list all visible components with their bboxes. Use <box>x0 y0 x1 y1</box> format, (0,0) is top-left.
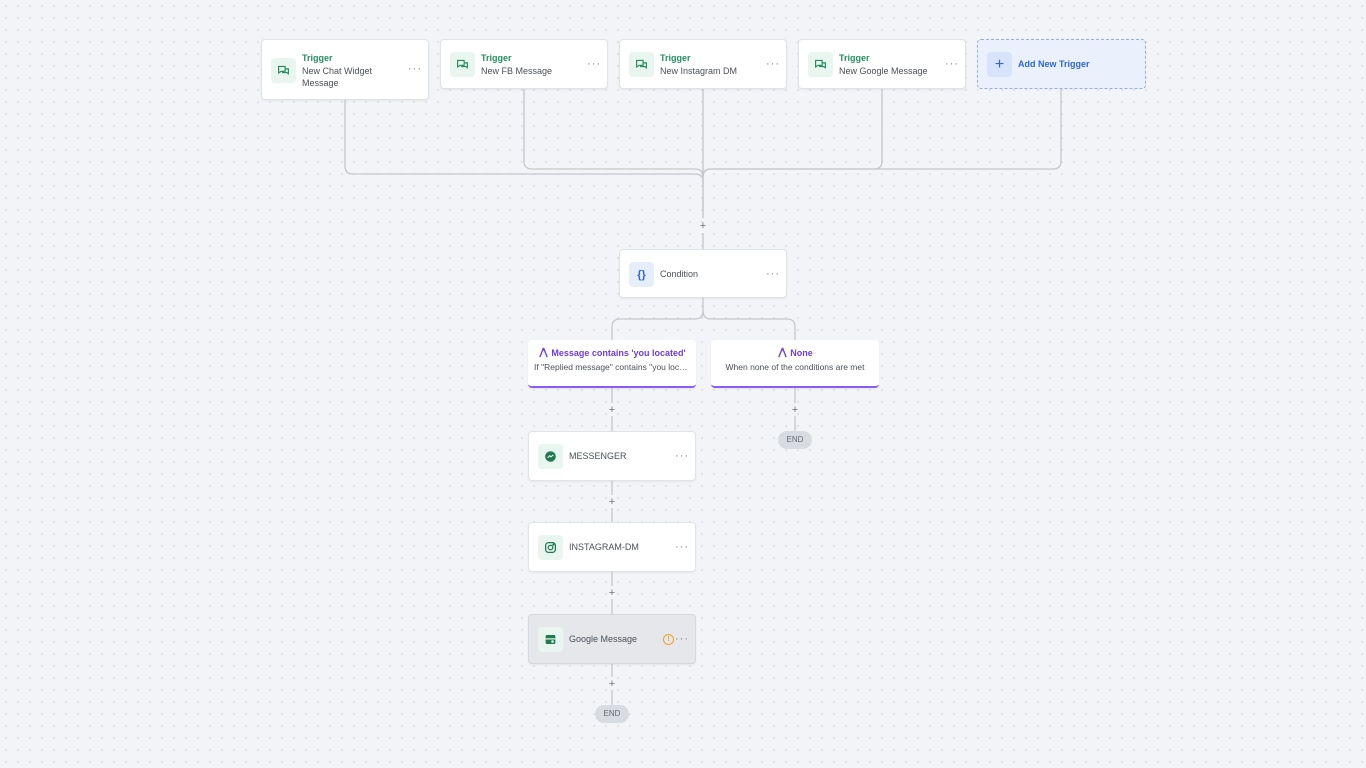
branch-title: Message contains 'you located' <box>528 347 696 358</box>
instagram-icon <box>538 535 563 560</box>
trigger-description: New Instagram DM <box>660 66 738 76</box>
trigger-card-instagram[interactable]: Trigger New Instagram DM ··· <box>619 39 787 89</box>
action-label: INSTAGRAM-DM <box>569 542 639 552</box>
action-card-google-message[interactable]: Google Message ! ··· <box>528 614 696 664</box>
more-options-icon[interactable]: ··· <box>766 268 780 280</box>
condition-label: Condition <box>660 269 699 279</box>
braces-icon: {} <box>629 262 654 287</box>
branch-title: None <box>711 347 879 358</box>
add-step-button[interactable]: + <box>608 404 616 416</box>
add-step-button[interactable]: + <box>791 404 799 416</box>
branch-card-none[interactable]: None When none of the conditions are met <box>711 340 879 388</box>
trigger-title: Trigger <box>660 53 691 63</box>
branch-description: When none of the conditions are met <box>725 362 865 372</box>
more-options-icon[interactable]: ··· <box>766 58 780 70</box>
trigger-card-fb[interactable]: Trigger New FB Message ··· <box>440 39 608 89</box>
plus-icon: + <box>987 52 1012 77</box>
action-card-instagram-dm[interactable]: INSTAGRAM-DM ··· <box>528 522 696 572</box>
branch-icon <box>778 347 788 358</box>
branch-title-text: None <box>790 348 813 358</box>
messenger-icon <box>538 444 563 469</box>
branch-icon <box>539 347 549 358</box>
chat-icon <box>808 52 833 77</box>
warning-icon[interactable]: ! <box>663 634 674 645</box>
more-options-icon[interactable]: ··· <box>675 541 689 553</box>
branch-card-message-contains[interactable]: Message contains 'you located' If "Repli… <box>528 340 696 388</box>
branch-title-text: Message contains 'you located' <box>551 348 686 358</box>
trigger-title: Trigger <box>481 53 512 63</box>
more-options-icon[interactable]: ··· <box>675 633 689 645</box>
add-step-button[interactable]: + <box>608 496 616 508</box>
action-label: MESSENGER <box>569 451 627 461</box>
trigger-title: Trigger <box>302 53 333 63</box>
trigger-description: New Chat Widget Message <box>302 66 373 88</box>
end-node: END <box>778 431 812 449</box>
add-trigger-label: Add New Trigger <box>1018 59 1090 69</box>
branch-description: If "Replied message" contains "you locat… <box>534 362 690 372</box>
more-options-icon[interactable]: ··· <box>675 450 689 462</box>
trigger-description: New Google Message <box>839 66 928 76</box>
chat-icon <box>450 52 475 77</box>
more-options-icon[interactable]: ··· <box>587 58 601 70</box>
end-node: END <box>595 705 629 723</box>
google-business-icon <box>538 627 563 652</box>
trigger-card-chat-widget[interactable]: Trigger New Chat Widget Message ··· <box>261 39 429 100</box>
condition-card[interactable]: {} Condition ··· <box>619 249 787 298</box>
action-card-messenger[interactable]: MESSENGER ··· <box>528 431 696 481</box>
trigger-description: New FB Message <box>481 66 553 76</box>
trigger-title: Trigger <box>839 53 870 63</box>
more-options-icon[interactable]: ··· <box>408 63 422 75</box>
add-step-button[interactable]: + <box>608 678 616 690</box>
action-label: Google Message <box>569 634 638 644</box>
trigger-card-google[interactable]: Trigger New Google Message ··· <box>798 39 966 89</box>
add-step-button[interactable]: + <box>608 587 616 599</box>
chat-icon <box>629 52 654 77</box>
add-new-trigger-button[interactable]: + Add New Trigger <box>977 39 1146 89</box>
add-step-button[interactable]: + <box>699 220 707 232</box>
more-options-icon[interactable]: ··· <box>945 58 959 70</box>
chat-icon <box>271 58 296 83</box>
